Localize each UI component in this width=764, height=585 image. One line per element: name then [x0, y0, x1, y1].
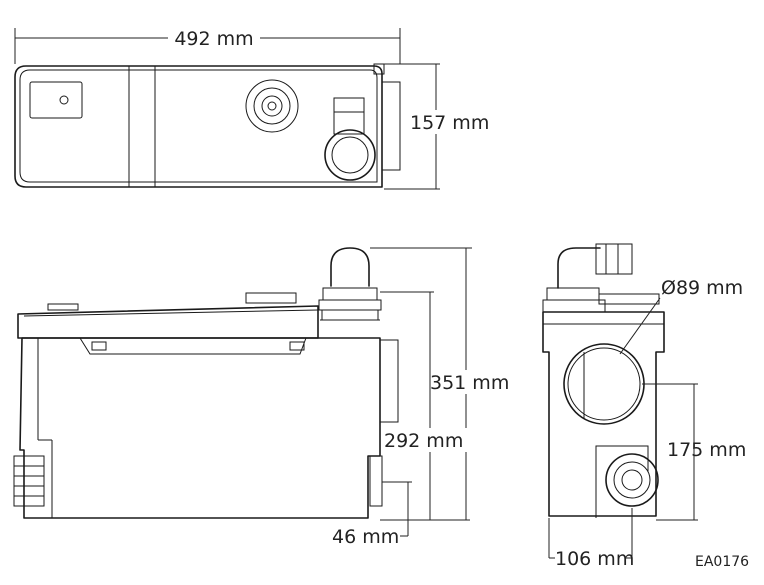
label-length: 492 mm: [174, 28, 253, 50]
label-height: 351 mm: [430, 372, 509, 394]
top-view: [14, 63, 401, 188]
label-inlet-diameter: Ø89 mm: [661, 277, 743, 299]
front-view: [13, 247, 399, 519]
dimension-length: 492 mm: [14, 26, 401, 64]
label-side-inlet-height: 175 mm: [667, 439, 746, 461]
dimension-side-inlet-height: 175 mm: [642, 383, 746, 521]
dimension-side-offset: 106 mm: [548, 508, 634, 570]
dimension-depth: 157 mm: [384, 63, 489, 190]
label-front-inlet-height: 46 mm: [332, 526, 399, 548]
label-depth: 157 mm: [410, 112, 489, 134]
dimension-inlet-diameter: Ø89 mm: [619, 277, 743, 355]
reference-code: EA0176: [695, 554, 749, 570]
dimension-height: 351 mm: [370, 247, 515, 520]
label-side-offset: 106 mm: [555, 548, 634, 570]
label-outlet-height: 292 mm: [384, 430, 463, 452]
dimension-outlet-height: 292 mm: [380, 291, 473, 521]
dimension-front-inlet-height: 46 mm: [332, 481, 412, 548]
side-view: [542, 243, 665, 518]
